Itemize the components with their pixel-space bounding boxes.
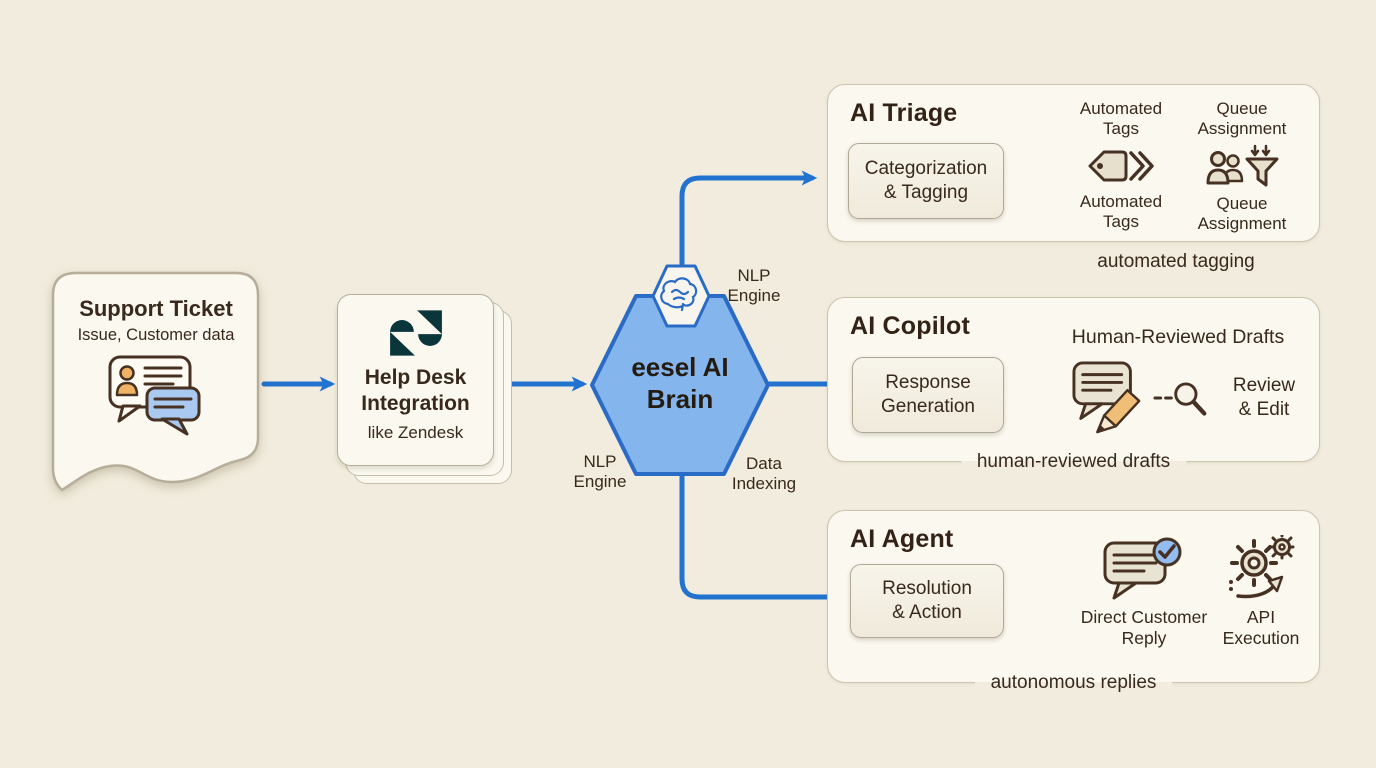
queue-filter-icon xyxy=(1206,144,1279,187)
copilot-heading: Human-Reviewed Drafts xyxy=(1071,326,1285,348)
agent-process-box: Resolution & Action xyxy=(850,564,1004,638)
zendesk-logo-icon xyxy=(389,310,442,356)
helpdesk-node: Help Desk Integration like Zendesk xyxy=(337,294,512,484)
queue-assignment-label-top: Queue Assignment xyxy=(1197,99,1287,139)
triage-tags-column: Automated Tags Automated Tags xyxy=(1060,99,1182,233)
brain-icon xyxy=(660,277,698,312)
brain-badge-hexagon xyxy=(651,264,711,328)
helpdesk-subtitle: like Zendesk xyxy=(367,422,464,442)
brain-hexagon xyxy=(590,294,770,476)
support-ticket-title: Support Ticket xyxy=(79,296,233,321)
helpdesk-title: Help Desk Integration xyxy=(361,366,470,416)
triage-process-box: Categorization & Tagging xyxy=(848,143,1004,219)
copilot-process-box: Response Generation xyxy=(852,357,1004,433)
review-edit-label: Review & Edit xyxy=(1232,375,1296,420)
agent-title: AI Agent xyxy=(850,525,954,553)
agent-reply-column: Direct Customer Reply xyxy=(1062,535,1226,649)
api-execution-label: API Execution xyxy=(1222,607,1300,648)
magnifier-icon xyxy=(1153,382,1207,416)
brain-label-nlp-top: NLP Engine xyxy=(727,266,781,306)
ai-agent-panel: AI Agent Resolution & Action Direct Cust… xyxy=(827,510,1320,695)
chat-bubbles-icon xyxy=(108,355,201,436)
automated-tags-label-top: Automated Tags xyxy=(1079,99,1163,139)
agent-api-column: API Execution xyxy=(1202,535,1320,649)
tags-icon xyxy=(1088,150,1154,182)
copilot-output-row: Review & Edit xyxy=(1072,356,1310,440)
gears-icon xyxy=(1229,535,1295,599)
ai-copilot-panel: AI Copilot Response Generation Human-Rev… xyxy=(827,297,1320,474)
arrow-brain-to-triage xyxy=(679,170,818,271)
copilot-caption: human-reviewed drafts xyxy=(960,450,1187,474)
copilot-title: AI Copilot xyxy=(850,312,971,340)
reply-check-icon xyxy=(1103,537,1182,600)
triage-title: AI Triage xyxy=(850,99,958,127)
helpdesk-card: Help Desk Integration like Zendesk xyxy=(337,294,494,466)
queue-assignment-label-bottom: Queue Assignment xyxy=(1197,193,1287,234)
agent-caption: autonomous replies xyxy=(974,671,1173,695)
ai-triage-panel: AI Triage Categorization & Tagging Autom… xyxy=(827,84,1320,242)
triage-caption: automated tagging xyxy=(1097,251,1255,272)
triage-queue-column: Queue Assignment Queue Assignment xyxy=(1178,99,1306,235)
support-ticket-subtitle: Issue, Customer data xyxy=(77,326,235,344)
support-ticket-node: Support Ticket Issue, Customer data xyxy=(50,270,262,498)
direct-customer-reply-label: Direct Customer Reply xyxy=(1080,607,1208,648)
brain-label-data-indexing: Data Indexing xyxy=(731,454,797,494)
draft-pencil-icon xyxy=(1072,361,1141,434)
automated-tags-label-bottom: Automated Tags xyxy=(1079,191,1163,232)
brain-title: eesel AI Brain xyxy=(631,352,729,414)
brain-label-nlp-bottom: NLP Engine xyxy=(573,452,627,492)
arrow-brain-to-agent xyxy=(679,469,844,605)
